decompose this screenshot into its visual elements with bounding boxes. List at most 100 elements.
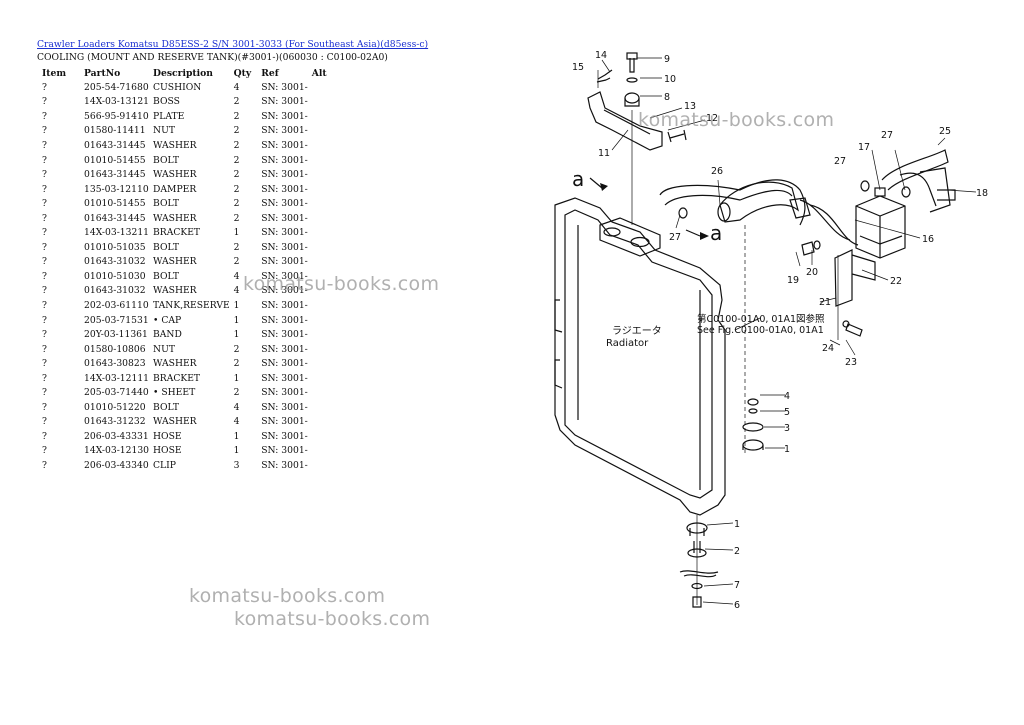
callout-21: 21	[819, 297, 831, 308]
cell-partno: 01010-51030	[84, 270, 146, 282]
cell-description: PLATE	[153, 110, 185, 122]
cell-partno: 14X-03-13211	[84, 227, 150, 239]
cell-ref: SN: 3001-	[261, 110, 308, 122]
cell-description: BOSS	[153, 96, 180, 108]
cell-qty: 2	[233, 358, 240, 370]
cell-item: ?	[42, 256, 47, 268]
cell-item: ?	[42, 212, 47, 224]
cell-description: BRACKET	[153, 372, 201, 384]
column-header-alt: Alt	[311, 67, 327, 79]
cell-description: WASHER	[153, 256, 197, 268]
callout-26: 26	[711, 166, 723, 177]
cell-partno: 01010-51455	[84, 198, 146, 210]
cell-qty: 2	[233, 241, 240, 253]
callout-27-right: 27	[881, 130, 893, 141]
cell-item: ?	[42, 401, 47, 413]
callout-5: 5	[784, 407, 790, 418]
cell-ref: SN: 3001-	[261, 459, 308, 471]
cell-ref: SN: 3001-	[261, 227, 308, 239]
cell-item: ?	[42, 81, 47, 93]
cell-qty: 2	[233, 110, 240, 122]
column-header-ref: Ref	[261, 67, 279, 79]
cell-item: ?	[42, 96, 47, 108]
callout-27-left: 27	[669, 232, 681, 243]
cell-item: ?	[42, 299, 47, 311]
cell-ref: SN: 3001-	[261, 154, 308, 166]
cell-partno: 205-54-71680	[84, 81, 149, 93]
cell-ref: SN: 3001-	[261, 430, 308, 442]
cell-item: ?	[42, 169, 47, 181]
cell-qty: 2	[233, 343, 240, 355]
cell-item: ?	[42, 387, 47, 399]
cell-ref: SN: 3001-	[261, 241, 308, 253]
parts-table: Item PartNo Description Qty Ref Alt ?205…	[37, 66, 331, 473]
callout-7: 7	[734, 580, 740, 591]
cell-partno: 20Y-03-11361	[84, 329, 148, 341]
cell-partno: 01643-30823	[84, 358, 146, 370]
bracket-part-11	[587, 91, 663, 151]
cell-item: ?	[42, 227, 47, 239]
cell-partno: 14X-03-13121	[84, 96, 150, 108]
callout-3: 3	[784, 423, 790, 434]
cell-partno: 01643-31032	[84, 285, 146, 297]
cell-partno: 205-03-71531	[84, 314, 149, 326]
cell-description: BRACKET	[153, 227, 201, 239]
cell-qty: 2	[233, 212, 240, 224]
cell-partno: 01010-51455	[84, 154, 146, 166]
cell-ref: SN: 3001-	[261, 445, 308, 457]
cell-partno: 01643-31445	[84, 139, 146, 151]
callout-13: 13	[684, 101, 696, 112]
callout-24: 24	[822, 343, 834, 354]
cell-ref: SN: 3001-	[261, 372, 308, 384]
callout-23: 23	[845, 357, 857, 368]
breadcrumb-link[interactable]: Crawler Loaders Komatsu D85ESS-2 S/N 300…	[37, 39, 429, 50]
callout-25: 25	[939, 126, 951, 137]
cell-description: WASHER	[153, 139, 197, 151]
cell-partno: 01643-31232	[84, 416, 146, 428]
callout-12: 12	[706, 113, 718, 124]
cell-qty: 2	[233, 125, 240, 137]
cell-item: ?	[42, 183, 47, 195]
callout-15: 15	[572, 62, 584, 73]
cell-description: • CAP	[153, 314, 182, 326]
callout-11: 11	[598, 148, 610, 159]
cell-partno: 01643-31445	[84, 169, 146, 181]
cell-description: WASHER	[153, 285, 197, 297]
column-header-qty: Qty	[233, 67, 252, 79]
cell-item: ?	[42, 270, 47, 282]
cell-qty: 2	[233, 256, 240, 268]
callout-19: 19	[787, 275, 799, 286]
cell-partno: 01580-10806	[84, 343, 146, 355]
callout-14: 14	[595, 50, 607, 61]
cell-ref: SN: 3001-	[261, 169, 308, 181]
callout-17: 17	[858, 142, 870, 153]
cell-partno: 14X-03-12130	[84, 445, 150, 457]
cell-ref: SN: 3001-	[261, 401, 308, 413]
watermark-top: komatsu-books.com	[638, 109, 835, 131]
cell-item: ?	[42, 139, 47, 151]
cell-qty: 4	[233, 81, 240, 93]
cell-description: NUT	[153, 125, 175, 137]
cell-item: ?	[42, 241, 47, 253]
cell-ref: SN: 3001-	[261, 81, 308, 93]
callout-9: 9	[664, 54, 670, 65]
callout-1-lower: 1	[734, 519, 740, 530]
cell-partno: 205-03-71440	[84, 387, 149, 399]
cell-description: CUSHION	[153, 81, 202, 93]
cell-qty: 1	[233, 430, 240, 442]
cell-partno: 135-03-12110	[84, 183, 149, 195]
cell-description: WASHER	[153, 416, 197, 428]
cell-description: BAND	[153, 329, 182, 341]
cell-ref: SN: 3001-	[261, 139, 308, 151]
radiator-frame	[554, 197, 726, 516]
